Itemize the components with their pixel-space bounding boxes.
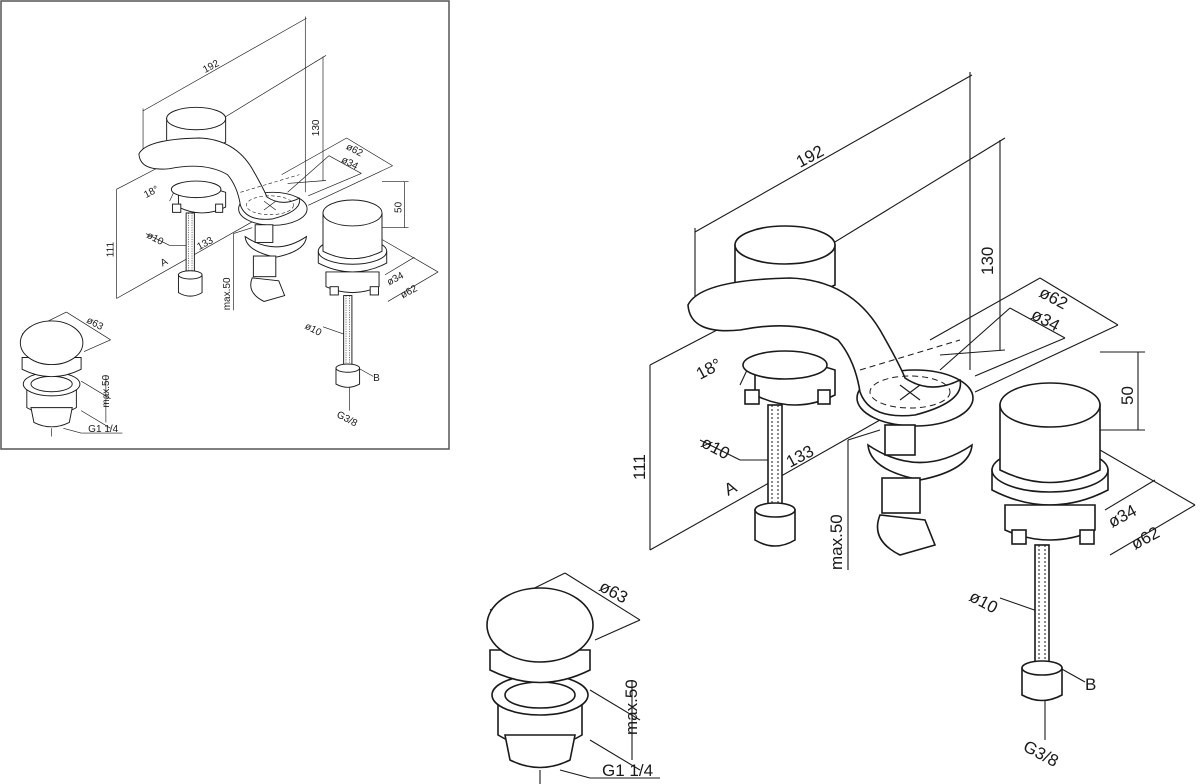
dim-hose-left: ø10 <box>698 433 733 464</box>
label-b: B <box>1085 675 1096 694</box>
dim-drain-diameter: ø63 <box>596 577 631 608</box>
left-hose <box>754 404 796 547</box>
dimension-lines <box>649 72 1196 740</box>
label-a: A <box>721 477 741 499</box>
dim-130: 130 <box>978 247 997 275</box>
dim-192: 192 <box>793 141 827 171</box>
dim-max50: max.50 <box>827 514 846 570</box>
dim-hose-right: ø10 <box>966 587 1001 618</box>
dim-111: 111 <box>630 454 649 480</box>
main-drawing: 192 130 ø62 ø34 50 18° ø10 133 111 A max… <box>486 72 1196 784</box>
spout <box>687 277 974 427</box>
dim-133: 133 <box>783 441 817 471</box>
inset-thumbnail <box>0 0 450 450</box>
dim-50: 50 <box>1118 386 1137 405</box>
thread-b: G3/8 <box>1020 737 1061 771</box>
dim-angle: 18° <box>693 355 725 384</box>
spout-fitting <box>867 424 973 556</box>
dim-handle-inner: ø34 <box>1105 501 1140 532</box>
right-hose <box>1021 544 1063 702</box>
dim-drain-max: max.50 <box>622 679 641 735</box>
drain-thread: G1 1/4 <box>602 761 653 780</box>
right-handle <box>991 382 1109 545</box>
drain <box>486 572 660 784</box>
